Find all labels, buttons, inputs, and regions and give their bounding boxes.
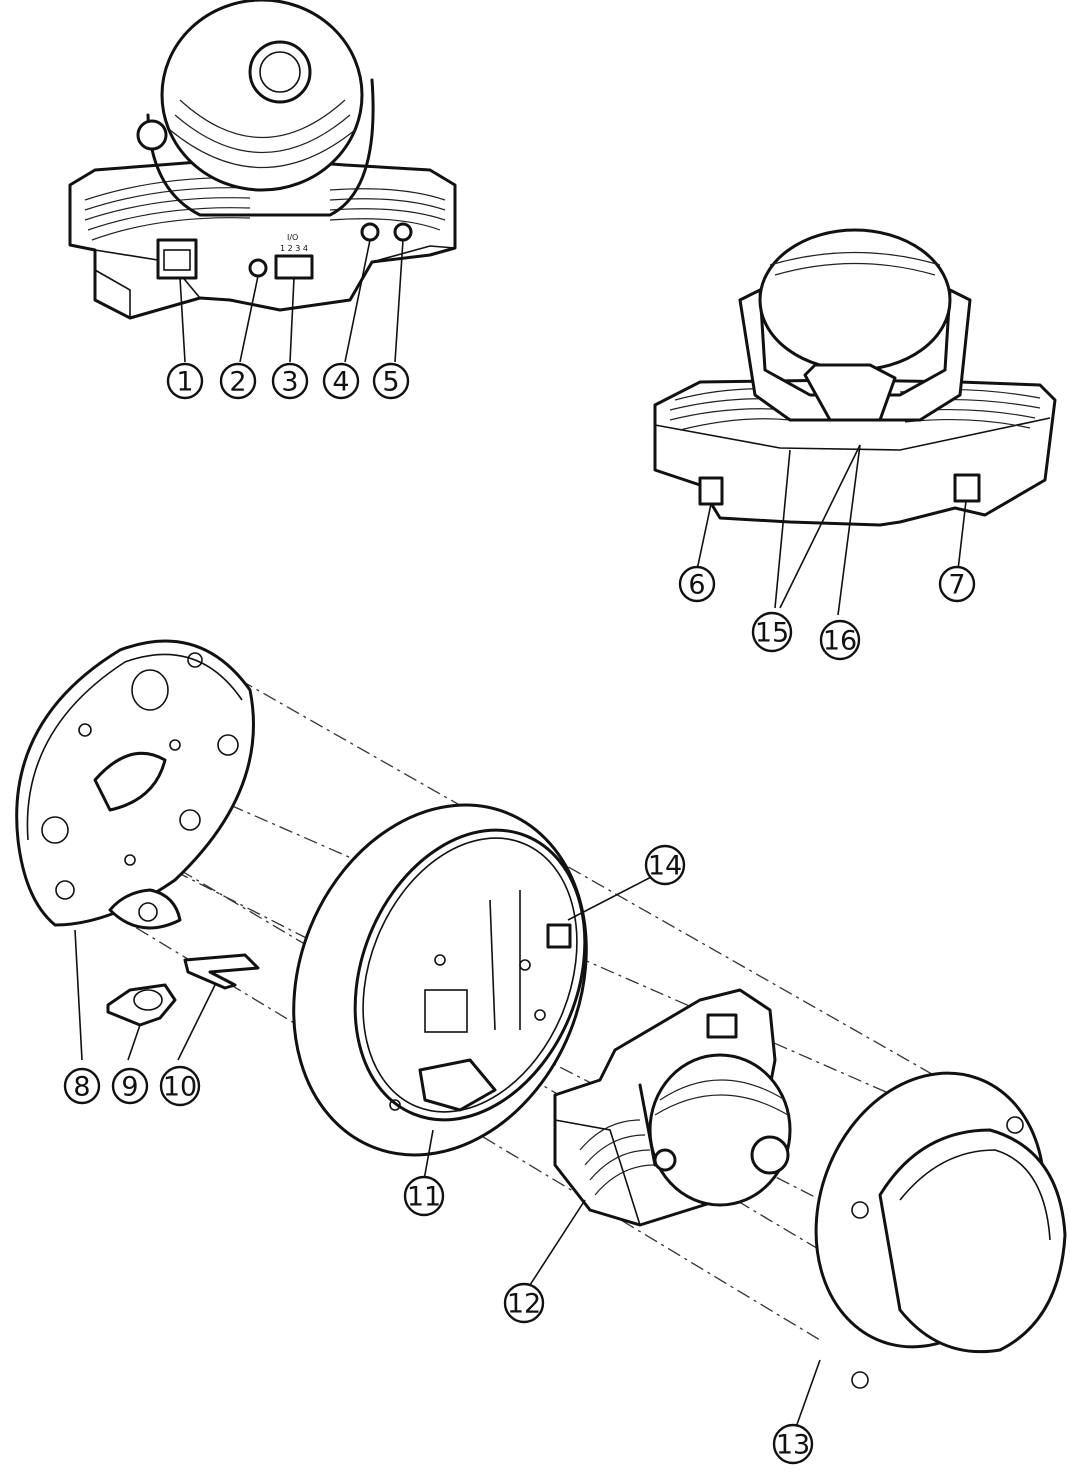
callout-circle [938,565,976,603]
callout-circle [63,1067,101,1105]
callout-10: 10 [159,1065,201,1107]
callout-1: 1 [166,362,204,400]
callout-circle [644,844,686,886]
callout-number: 1 [176,367,193,398]
callout-3: 3 [271,362,309,400]
callout-circle [271,362,309,400]
callout-number: 15 [755,618,789,649]
callout-circle [372,362,410,400]
callout-circle [166,362,204,400]
callout-2: 2 [219,362,257,400]
callout-8: 8 [63,1067,101,1105]
callout-14: 14 [644,844,686,886]
callout-circle [819,619,861,661]
callout-13: 13 [772,1423,814,1465]
callout-number: 3 [281,367,298,398]
callout-16: 16 [819,619,861,661]
callout-5: 5 [372,362,410,400]
callout-number: 13 [776,1430,810,1461]
camera-front-view: I/O 1 2 3 4 [68,0,457,363]
callout-11: 11 [403,1175,445,1217]
callout-circle [322,362,360,400]
callout-circle [159,1065,201,1107]
callout-circle [772,1423,814,1465]
callout-number: 11 [407,1182,441,1213]
exploded-assembly [15,639,1067,1431]
svg-text:1 2 3 4: 1 2 3 4 [280,244,308,253]
callout-number: 10 [163,1072,197,1103]
svg-text:I/O: I/O [287,233,298,242]
callout-number: 6 [688,570,705,601]
callout-circle [678,565,716,603]
callout-number: 8 [73,1072,90,1103]
callout-number: 4 [332,367,349,398]
io-terminal [274,254,314,280]
callout-circle [503,1282,545,1324]
callout-4: 4 [322,362,360,400]
callout-7: 7 [938,565,976,603]
callout-6: 6 [678,565,716,603]
callout-number: 16 [823,626,857,657]
callout-number: 9 [121,1072,138,1103]
callout-circle [111,1067,149,1105]
callout-number: 14 [648,851,682,882]
callout-number: 12 [507,1289,541,1320]
callout-number: 2 [229,367,246,398]
callout-circle [751,611,793,653]
callout-number: 5 [382,367,399,398]
callout-12: 12 [503,1282,545,1324]
callout-9: 9 [111,1067,149,1105]
callout-circle [403,1175,445,1217]
callout-circle [219,362,257,400]
camera-rear-view [653,228,1057,616]
callout-15: 15 [751,611,793,653]
callout-number: 7 [948,570,965,601]
